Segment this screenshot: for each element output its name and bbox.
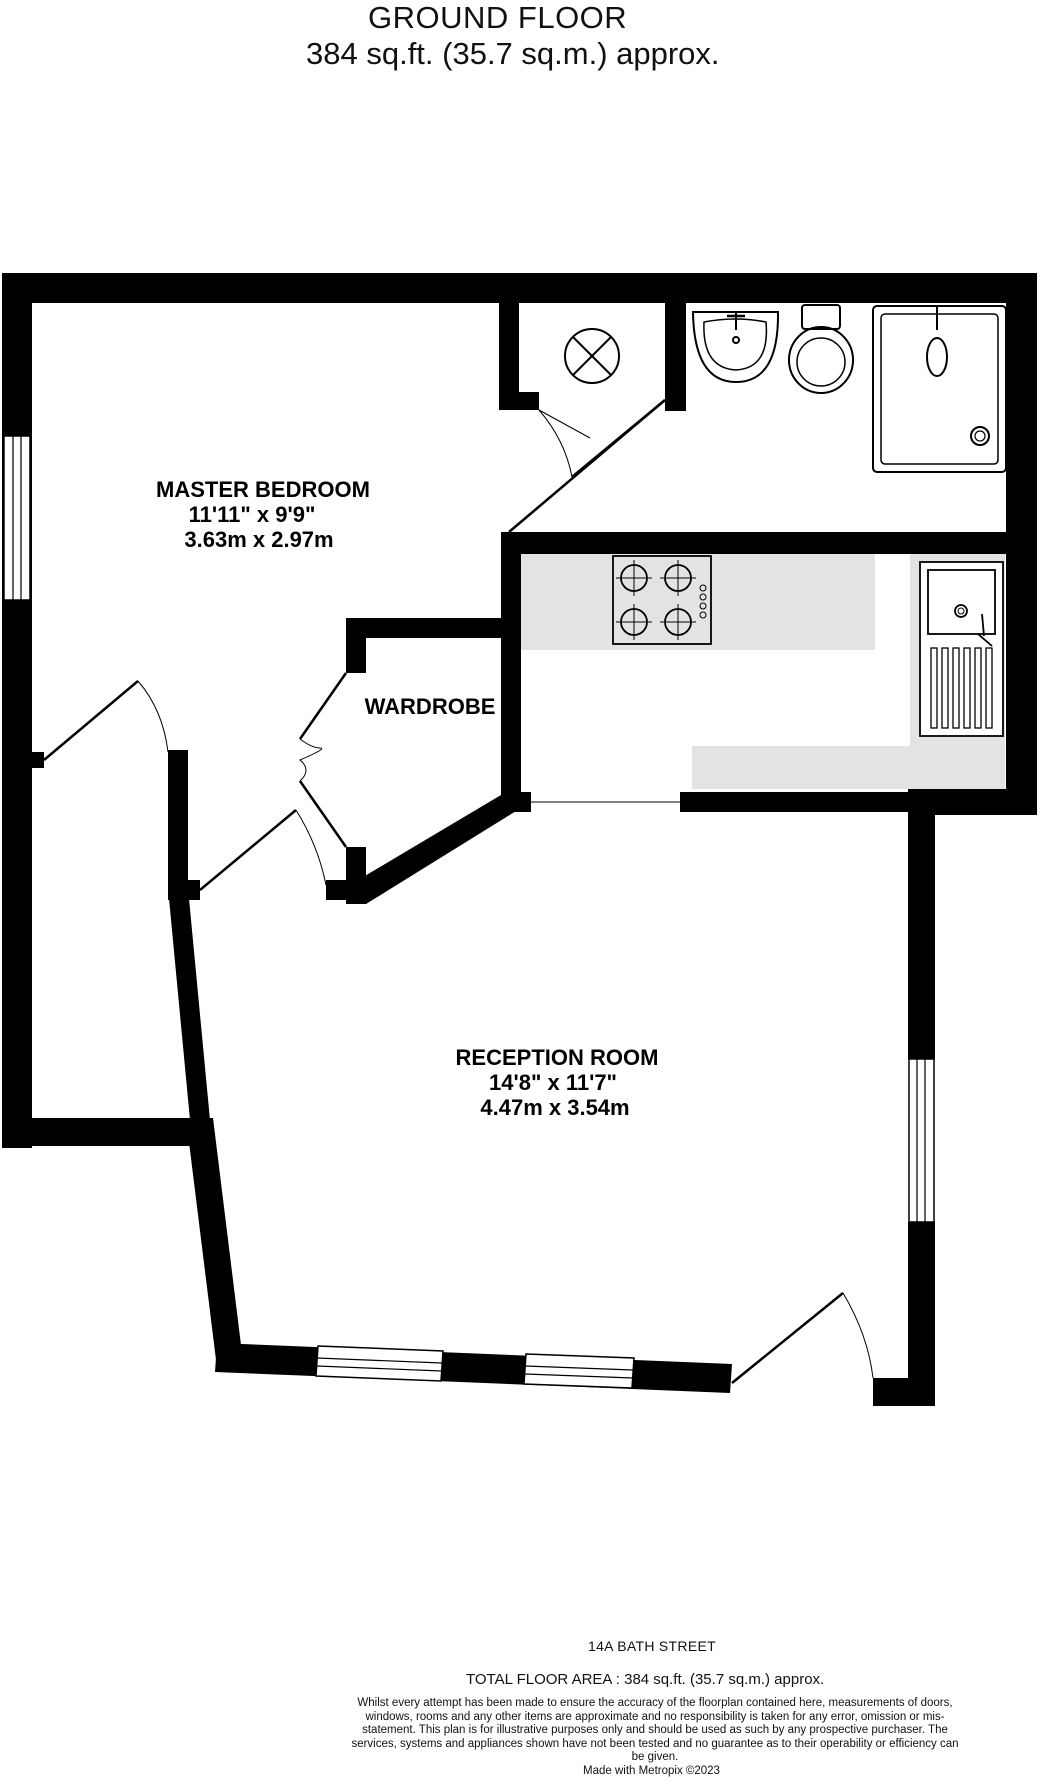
room-wardrobe: WARDROBE <box>365 694 496 719</box>
wall-wardrobe-top <box>346 618 501 638</box>
wall-right-stub <box>873 1378 935 1406</box>
wall-wardrobe-stub <box>326 880 366 900</box>
wall-left-door-stub <box>32 752 44 768</box>
wall-right-upper <box>908 789 935 1059</box>
reception-room-dim-imperial: 14'8" x 11'7" <box>489 1070 617 1095</box>
wall-cupboard-stub <box>499 392 539 410</box>
worktop-top <box>521 551 875 650</box>
door-reception-leaf <box>199 809 297 891</box>
footer-credit: Made with Metropix ©2023 <box>583 1765 720 1777</box>
worktop-bottom <box>692 746 910 789</box>
wall-bath-left <box>665 273 686 411</box>
reception-room-name: RECEPTION ROOM <box>456 1045 659 1070</box>
walls <box>2 273 1037 1406</box>
door-wardrobe-lower <box>298 780 348 848</box>
basin-icon <box>691 311 780 384</box>
wall-wardrobe-left-upper <box>346 618 366 673</box>
wall-bedroom-bottom <box>2 1118 200 1146</box>
footer-total-area: TOTAL FLOOR AREA : 384 sq.ft. (35.7 sq.m… <box>466 1671 825 1688</box>
wall-kitchen-bottom <box>680 792 910 812</box>
door-cupboard-swing <box>538 409 591 439</box>
footer-address: 14A BATH STREET <box>588 1638 716 1654</box>
wall-bedroom-door-jamb <box>168 750 188 900</box>
master-bedroom-dim-metric: 3.63m x 2.97m <box>184 527 333 552</box>
hob-icon <box>612 555 712 645</box>
wall-kitchen-left <box>501 532 521 812</box>
reception-room-dim-metric: 4.47m x 3.54m <box>480 1095 629 1120</box>
door-bedroom-swing <box>137 680 169 753</box>
wall-top <box>2 273 1037 303</box>
toilet-icon <box>788 304 854 394</box>
wall-reception-left-upper <box>168 888 210 1120</box>
window-right <box>908 1058 935 1223</box>
door-entrance-swing <box>842 1292 874 1379</box>
room-master-bedroom: MASTER BEDROOM 11'11" x 9'9" 3.63m x 2.9… <box>156 477 370 552</box>
master-bedroom-dim-imperial: 11'11" x 9'9" <box>189 502 316 527</box>
door-bathroom-leaf <box>571 399 666 478</box>
window-bottom-2 <box>523 1353 635 1389</box>
wall-wardrobe-diagonal <box>348 795 521 904</box>
footer-disclaimer: Whilst every attempt has been made to en… <box>351 1697 959 1763</box>
wall-kitchen-top <box>501 532 1037 554</box>
wall-cupboard-left <box>499 273 519 410</box>
wall-reception-left-lower <box>186 1118 242 1368</box>
wardrobe-name: WARDROBE <box>365 694 496 719</box>
door-entrance-leaf <box>731 1292 844 1384</box>
doors <box>43 399 874 1384</box>
floor-area: 384 sq.ft. (35.7 sq.m.) approx. <box>306 36 720 71</box>
wall-left-outer <box>2 273 32 1148</box>
master-bedroom-name: MASTER BEDROOM <box>156 477 370 502</box>
sink-icon <box>919 561 1004 737</box>
floor-title: GROUND FLOOR <box>368 0 628 35</box>
wall-bottom-angled <box>215 1343 732 1393</box>
shower-icon <box>872 305 1007 473</box>
door-wardrobe-upper <box>298 672 348 740</box>
door-reception-swing <box>295 809 327 886</box>
window-bottom-1 <box>315 1345 444 1382</box>
room-reception: RECEPTION ROOM 14'8" x 11'7" 4.47m x 3.5… <box>456 1045 659 1120</box>
boiler-icon <box>564 328 620 384</box>
door-bedroom-leaf <box>43 680 139 761</box>
wall-right-lower <box>908 1222 935 1406</box>
window-left <box>3 435 31 601</box>
